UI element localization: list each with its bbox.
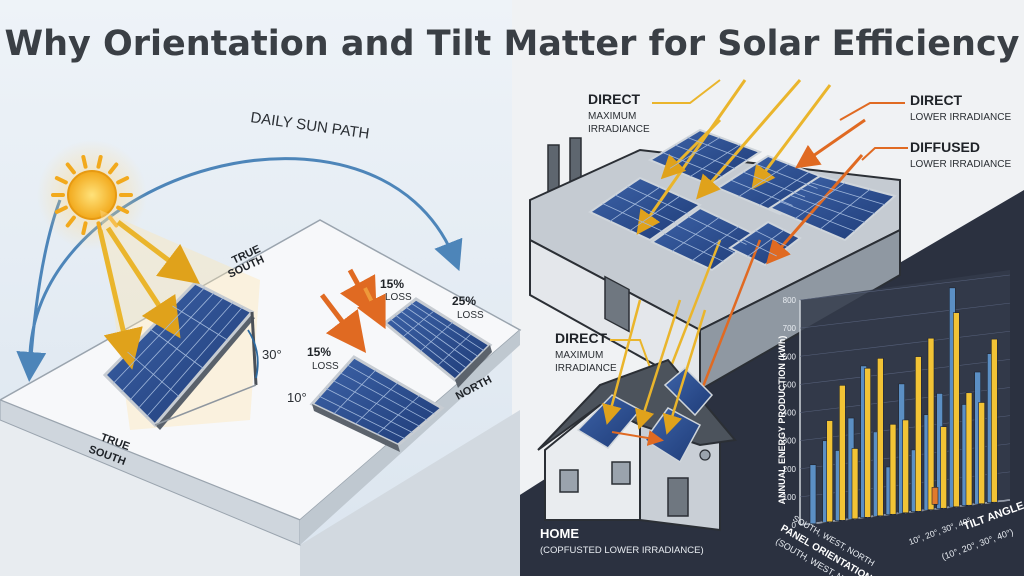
direct-max-mid-line2: IRRADIANCE (555, 363, 617, 374)
panel-cell-grid (602, 186, 688, 232)
chart-bar (940, 426, 947, 509)
chart-bar (931, 487, 939, 505)
sun-ray (65, 162, 76, 175)
chart-bar (965, 392, 973, 506)
diffused-lower-title: DIFFUSED (910, 139, 980, 155)
chart-y-tick-label: 200 (783, 465, 797, 474)
sun-ray (54, 205, 68, 214)
chart-bar (978, 402, 985, 505)
rooftop-illustration (0, 219, 522, 576)
chart-bar (902, 419, 909, 514)
panel-cell-grid (662, 136, 748, 178)
sun-path-arc (28, 157, 463, 371)
chart-gridline (799, 302, 1011, 329)
chart-bar (826, 420, 833, 523)
panel-cell-grid (742, 229, 789, 257)
sun-ray (81, 154, 88, 169)
leader-direct-max-top (652, 79, 721, 104)
chart-gridline (799, 330, 1011, 357)
chart-y-tick-label: 800 (783, 296, 797, 305)
tilt-10-label: 10° (287, 390, 307, 405)
building-wall (0, 420, 300, 576)
loss-25-value: 25% (452, 294, 476, 308)
chart-bar (864, 367, 871, 518)
sun-ray (54, 176, 68, 185)
loss-25-text: LOSS (457, 310, 484, 321)
sun-ray (81, 221, 88, 236)
panel-cell-grid (779, 182, 886, 232)
chart-bar (953, 312, 960, 508)
chart-bar (915, 356, 922, 512)
panel-cell-grid (113, 287, 243, 417)
house-door (667, 477, 689, 517)
chart-bar (839, 385, 846, 521)
direct-max-top-title: DIRECT (588, 91, 641, 107)
chart-bar (809, 464, 817, 525)
chart-y-tick-label: 700 (783, 324, 797, 333)
direct-max-mid-title: DIRECT (555, 330, 608, 346)
house-panel-3 (663, 366, 714, 417)
tilt-30-label: 30° (262, 347, 282, 362)
loss-15-mid-text: LOSS (312, 361, 339, 372)
sun-ray (108, 162, 119, 175)
chart-bar (991, 338, 998, 503)
tilt-30-arc (247, 329, 259, 379)
panel-north-edge (455, 345, 492, 388)
chart-bar (877, 357, 884, 517)
house-panel-2 (643, 407, 702, 464)
panel-base-line (154, 384, 257, 426)
chart-bar (927, 337, 935, 511)
chart-bar (851, 448, 859, 520)
chart-y-tick-label: 500 (783, 380, 797, 389)
roof-edge-side (300, 330, 520, 545)
chart-y-tick-label: 100 (783, 493, 797, 502)
loss-15-top-value: 15% (380, 277, 404, 291)
house-irradiance-arrows (602, 299, 707, 446)
sun-ray (116, 205, 130, 214)
sun-ray (108, 215, 119, 228)
panel-support (250, 311, 258, 386)
leader-diffused-lower (861, 147, 908, 161)
sun-ray (116, 176, 130, 185)
page-title: Why Orientation and Tilt Matter for Sola… (5, 24, 1020, 64)
chart-y-label: ANNUAL ENERGY PRODUCTION (kWh) (777, 336, 787, 505)
house-illustration (537, 358, 737, 532)
chart-gridline (799, 274, 1011, 301)
chart-y-tick-label: 400 (783, 409, 797, 418)
panel-cell-grid (389, 302, 485, 375)
home-label: HOME (540, 526, 579, 541)
direct-lower-line1: LOWER IRRADIANCE (910, 112, 1011, 123)
panel-cell-grid (730, 163, 818, 206)
direct-max-top-line2: IRRADIANCE (588, 124, 650, 135)
chart-y-tick-label: 0 (792, 521, 797, 530)
leader-direct-lower (839, 102, 905, 121)
direct-max-mid-line1: MAXIMUM (555, 350, 603, 361)
house-window-2 (611, 461, 631, 485)
sun-rays-main (97, 220, 200, 370)
loss-15-mid-value: 15% (307, 345, 331, 359)
building-wall-side (300, 410, 520, 576)
sun-ray (65, 215, 76, 228)
loss-arrows (320, 268, 386, 353)
chart-bar (889, 423, 897, 515)
panel-10-edge (312, 404, 400, 452)
panel-cell-grid (318, 364, 435, 440)
chart-gridline (799, 359, 1011, 385)
chart-y-tick-label: 300 (783, 437, 797, 446)
chart-y-tick-label: 600 (783, 352, 797, 361)
sun-ray (96, 154, 103, 169)
direct-lower-title: DIRECT (910, 92, 963, 108)
loss-15-top-text: LOSS (385, 292, 412, 303)
direct-max-top-line1: MAXIMUM (588, 111, 636, 122)
house-round-window (699, 449, 711, 461)
panel-cell-grid (663, 216, 747, 262)
diffused-lower-line1: LOWER IRRADIANCE (910, 159, 1011, 170)
house-window-1 (559, 469, 579, 493)
home-sublabel: (COPFUSTED LOWER IRRADIANCE) (540, 545, 704, 556)
factory-door (604, 275, 630, 333)
